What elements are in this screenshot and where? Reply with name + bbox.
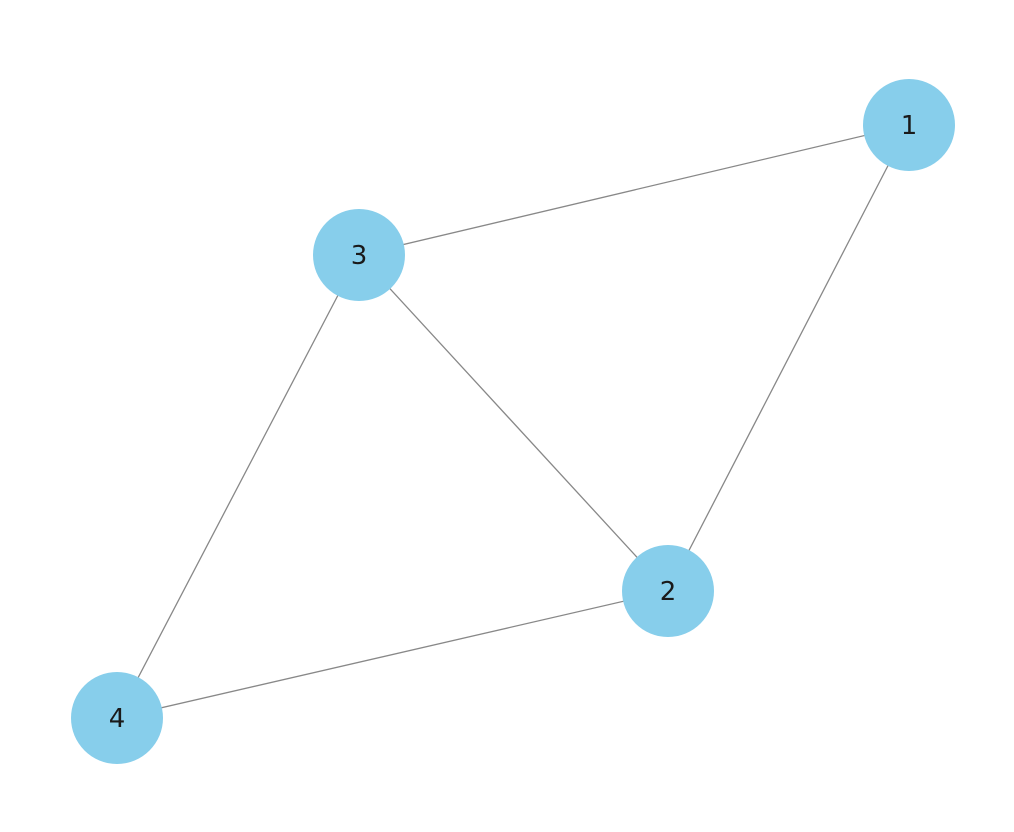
graph-edge-3-4 <box>116 254 360 719</box>
graph-node-circle-4[interactable] <box>71 672 163 764</box>
edge-layer <box>116 124 910 719</box>
graph-node-circle-3[interactable] <box>313 209 405 301</box>
graph-node-4[interactable]: 4 <box>71 672 163 764</box>
graph-edge-3-1 <box>358 124 910 256</box>
graph-edge-1-2 <box>667 124 910 592</box>
graph-edge-4-2 <box>116 590 669 719</box>
graph-node-1[interactable]: 1 <box>863 79 955 171</box>
graph-node-circle-1[interactable] <box>863 79 955 171</box>
graph-node-circle-2[interactable] <box>622 545 714 637</box>
graph-edge-3-2 <box>358 254 669 592</box>
graph-node-2[interactable]: 2 <box>622 545 714 637</box>
graph-node-3[interactable]: 3 <box>313 209 405 301</box>
